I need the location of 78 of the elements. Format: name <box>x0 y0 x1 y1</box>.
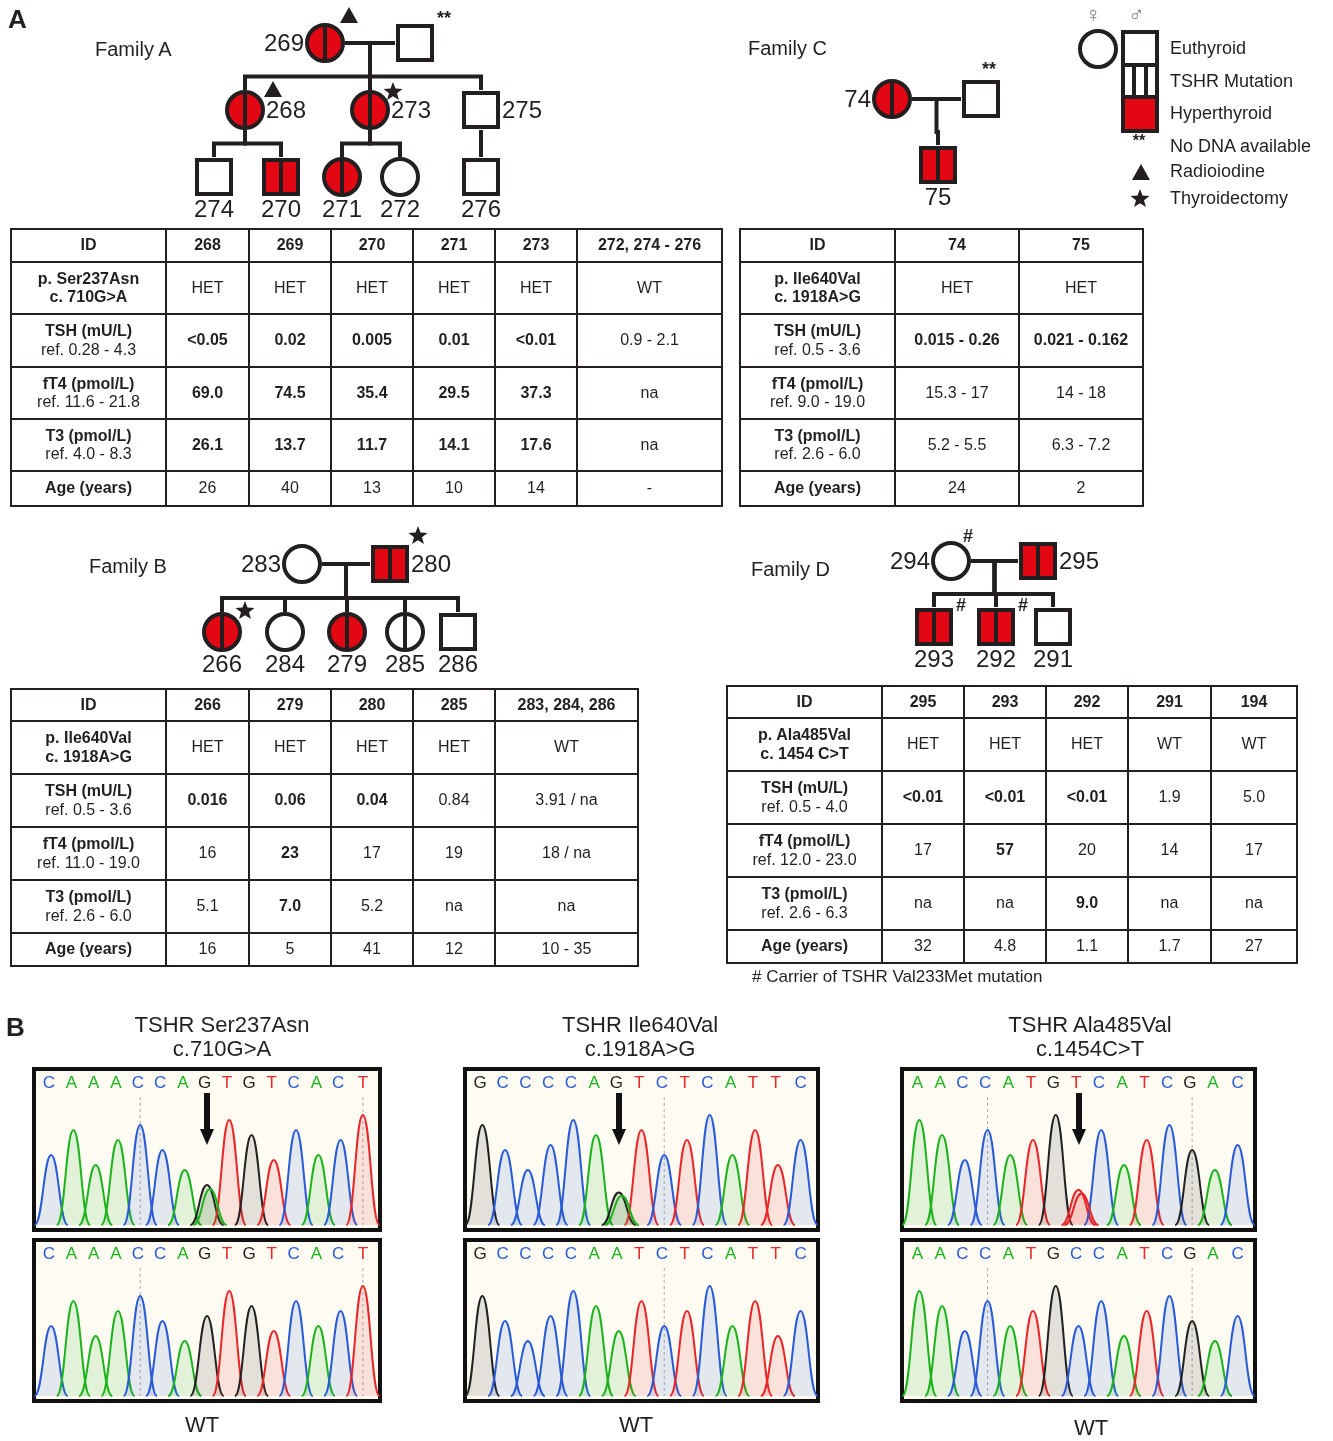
column-header: ID <box>10 228 167 263</box>
table-cell: 2 <box>1018 470 1144 507</box>
individual-id: 273 <box>391 98 432 122</box>
individual-id: 269 <box>263 31 304 55</box>
sequence-text: C A A A C C A G T G T C A C T <box>41 1074 370 1093</box>
legend-text: Radioiodine <box>1170 161 1266 182</box>
table-cell: 27 <box>1210 929 1298 964</box>
individual-id: 285 <box>385 652 426 676</box>
individual-id: 271 <box>322 197 363 221</box>
individual-id: 275 <box>502 98 543 122</box>
pedigree-line <box>368 130 402 157</box>
legend-text: No DNA available <box>1170 136 1312 157</box>
individual-id: 280 <box>411 552 452 576</box>
table-cell: - <box>576 470 723 507</box>
individual-id: 294 <box>889 549 930 573</box>
sequence-text: A A C C A T G T C A T C G A C <box>910 1074 1245 1093</box>
footnote: # Carrier of TSHR Val233Met mutation <box>752 967 1043 987</box>
male-sign: ♂ <box>1128 2 1145 28</box>
legend-text: Euthyroid <box>1170 38 1247 59</box>
annotation-mark: # <box>1018 594 1028 616</box>
individual-id: 266 <box>202 652 243 676</box>
sequence-text: A A C C A T G C C A T C G A C <box>910 1245 1245 1264</box>
row-header: Age (years) <box>739 470 896 507</box>
pedigree-line <box>912 97 940 145</box>
annotation-mark: # <box>956 594 966 616</box>
individual-id: 283 <box>240 552 281 576</box>
pedigree-line <box>479 130 483 157</box>
sequence-text: G C C C C A A T C T C A T T C <box>472 1245 808 1264</box>
column-header: ID <box>10 688 167 722</box>
pedigree-line <box>971 559 1055 607</box>
individual-id: 272 <box>380 197 421 221</box>
individual-id: 268 <box>266 98 307 122</box>
column-header: ID <box>726 685 883 719</box>
individual-id: 274 <box>194 197 235 221</box>
annotation-mark: ** <box>437 7 451 29</box>
family-label: Family C <box>748 37 827 60</box>
individual-id: 75 <box>924 185 952 209</box>
individual-id: 295 <box>1059 549 1100 573</box>
individual-id: 284 <box>265 652 306 676</box>
family-label: Family B <box>89 555 167 578</box>
legend-text: Thyroidectomy <box>1170 188 1289 209</box>
column-header: ID <box>739 228 896 263</box>
sample-label: WT <box>184 1412 220 1438</box>
individual-id: 279 <box>327 652 368 676</box>
table-cell: 10 - 35 <box>494 932 639 967</box>
row-header: Age (years) <box>10 932 167 967</box>
legend-text: Hyperthyroid <box>1170 103 1273 124</box>
individual-id: 270 <box>261 197 302 221</box>
annotation-mark: ** <box>982 58 996 80</box>
legend-text: TSHR Mutation <box>1170 71 1294 92</box>
family-label: Family D <box>751 558 830 581</box>
annotation-mark: # <box>963 525 973 547</box>
annotation-mark: ** <box>1132 132 1146 150</box>
gene-variant-title: TSHR Ala485Val c.1454C>T <box>1007 1013 1173 1062</box>
gene-variant-title: TSHR Ser237Asn c.710G>A <box>133 1013 311 1062</box>
panel-letter: B <box>6 1012 25 1043</box>
column-header: 272, 274 - 276 <box>576 228 723 263</box>
pedigree-line <box>345 41 483 90</box>
gene-variant-title: TSHR Ile640Val c.1918A>G <box>560 1013 720 1062</box>
individual-id: 292 <box>976 647 1017 671</box>
panel-letter: A <box>8 4 27 35</box>
sequence-text: G C C C C A G T C T C A T T C <box>472 1074 808 1093</box>
column-header: 75 <box>1018 228 1144 263</box>
row-header: Age (years) <box>10 470 167 507</box>
sample-label: WT <box>1073 1415 1109 1441</box>
sequence-text: C A A A C C A G T G T C A C T <box>41 1245 370 1264</box>
individual-id: 276 <box>461 197 502 221</box>
column-header: 194 <box>1210 685 1298 719</box>
pedigree-line <box>243 130 283 157</box>
individual-id: 291 <box>1033 647 1074 671</box>
individual-id: 286 <box>438 652 479 676</box>
column-header: 283, 284, 286 <box>494 688 639 722</box>
individual-id: 74 <box>844 87 871 111</box>
family-label: Family A <box>95 38 172 61</box>
individual-id: 293 <box>914 647 955 671</box>
sample-label: WT <box>618 1412 654 1438</box>
female-sign: ♀ <box>1085 2 1102 28</box>
row-header: Age (years) <box>726 929 883 964</box>
